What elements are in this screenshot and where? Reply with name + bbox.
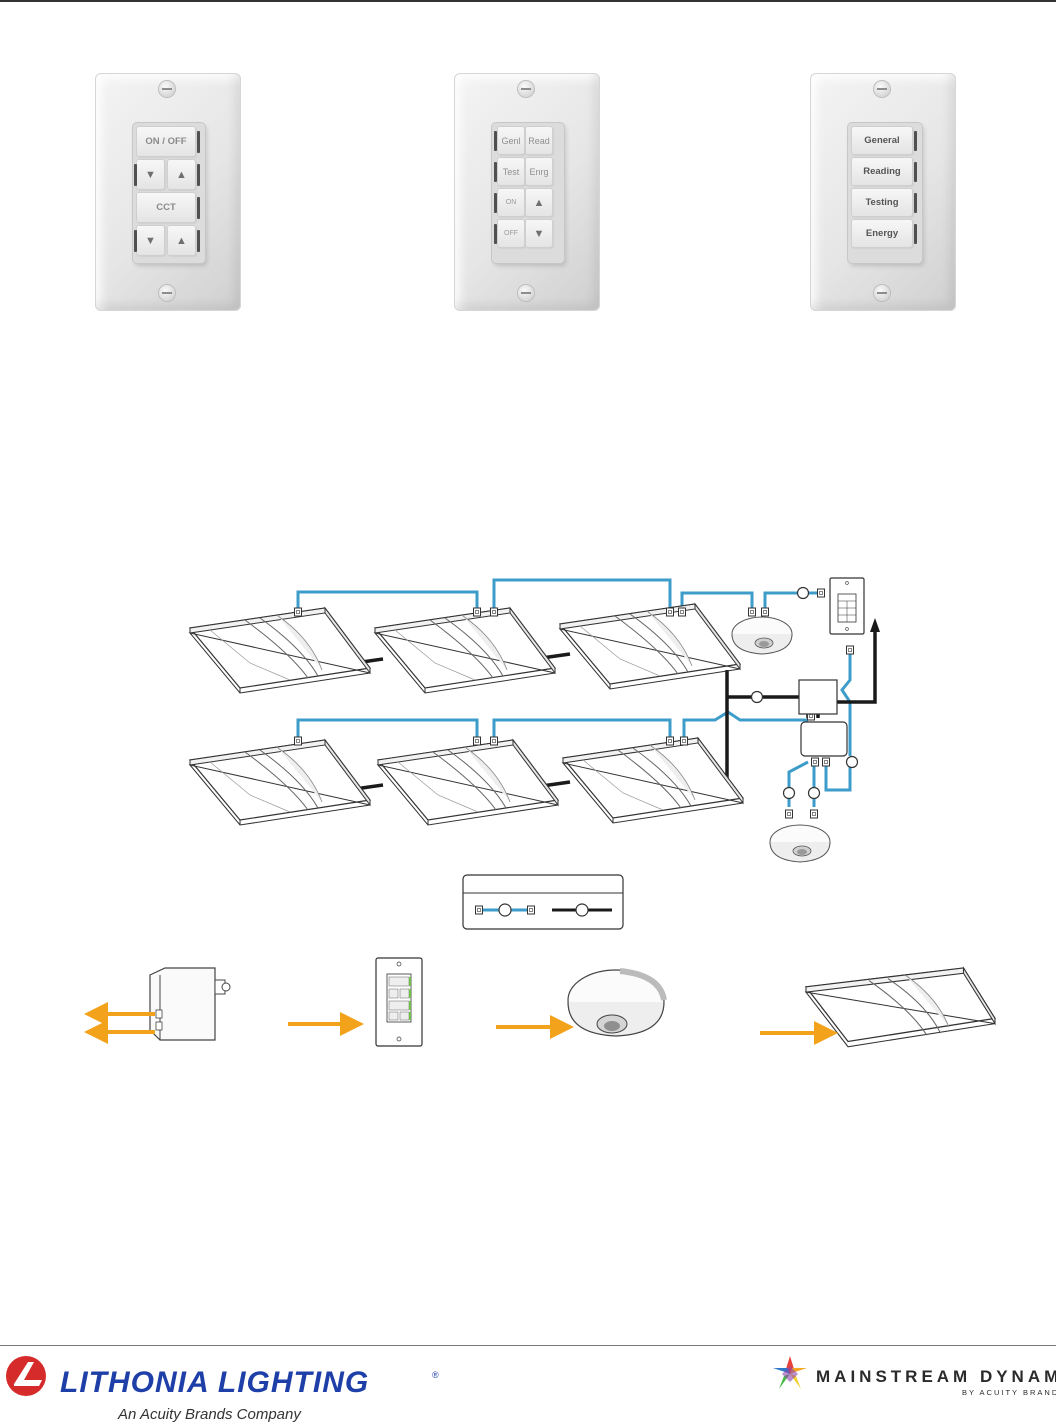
registered-mark: ® bbox=[432, 1370, 439, 1380]
led-indicator bbox=[197, 164, 200, 186]
power-pack bbox=[800, 721, 848, 757]
cct-up-button[interactable]: ▲ bbox=[168, 226, 195, 255]
network-cables-top bbox=[296, 578, 818, 609]
led-indicator bbox=[914, 224, 917, 244]
raise-button[interactable]: ▲ bbox=[526, 189, 552, 216]
keypad-face: Genl Read Test Enrg ON ▲ OFF ▼ bbox=[492, 123, 564, 263]
top-screw bbox=[874, 81, 890, 97]
keypad-face: General Reading Testing Energy bbox=[848, 123, 922, 263]
down-arrow-icon: ▼ bbox=[145, 234, 156, 247]
mainstream-star-icon bbox=[773, 1356, 807, 1389]
scene-grid-wall-keypad: Genl Read Test Enrg ON ▲ OFF ▼ bbox=[454, 73, 600, 311]
scene-energy-button[interactable]: Energy bbox=[852, 220, 912, 247]
cct-down-button[interactable]: ▼ bbox=[137, 226, 164, 255]
ceiling-sensor-product bbox=[567, 968, 667, 1037]
led-indicator bbox=[914, 193, 917, 213]
diagram-wall-keypad bbox=[829, 577, 865, 635]
led-indicator bbox=[494, 224, 497, 244]
product-row bbox=[84, 957, 997, 1048]
led-indicator bbox=[494, 131, 497, 151]
bottom-screw bbox=[874, 285, 890, 301]
led-indicator bbox=[914, 162, 917, 182]
bottom-screw bbox=[518, 285, 534, 301]
power-pack-product bbox=[149, 967, 231, 1041]
led-indicator bbox=[914, 131, 917, 151]
troffer-fixture bbox=[189, 607, 371, 694]
led-indicator bbox=[197, 230, 200, 252]
bottom-screw bbox=[159, 285, 175, 301]
brightness-down-button[interactable]: ▼ bbox=[137, 160, 164, 189]
on-button[interactable]: ON bbox=[498, 189, 524, 216]
scene-reading-button[interactable]: Read bbox=[526, 127, 552, 154]
mainstream-wordmark: MAINSTREAM DYNAMIC bbox=[816, 1367, 1056, 1386]
scene-list-wall-keypad: General Reading Testing Energy bbox=[810, 73, 956, 311]
on-off-button[interactable]: ON / OFF bbox=[137, 127, 195, 156]
led-indicator bbox=[494, 162, 497, 182]
brightness-up-button[interactable]: ▲ bbox=[168, 160, 195, 189]
cable-legend bbox=[462, 874, 624, 930]
ceiling-occupancy-sensor bbox=[731, 616, 793, 655]
troffer-fixture bbox=[374, 607, 556, 694]
keypad-face: ON / OFF ▼ ▲ CCT ▼ ▲ bbox=[133, 123, 205, 263]
off-button[interactable]: OFF bbox=[498, 220, 524, 247]
scene-testing-button[interactable]: Testing bbox=[852, 189, 912, 216]
wiring-diagram bbox=[189, 577, 880, 930]
up-arrow-icon: ▲ bbox=[176, 168, 187, 181]
scene-testing-button[interactable]: Test bbox=[498, 158, 524, 185]
junction-box bbox=[798, 679, 838, 715]
troffer-fixture bbox=[562, 737, 744, 824]
lower-button[interactable]: ▼ bbox=[526, 220, 552, 247]
led-indicator bbox=[134, 164, 137, 186]
troffer-fixture bbox=[189, 739, 371, 826]
troffer-fixture bbox=[377, 739, 559, 826]
lithonia-wordmark: LITHONIA LIGHTING bbox=[60, 1366, 370, 1399]
scene-energy-button[interactable]: Enrg bbox=[526, 158, 552, 185]
footer-rule bbox=[0, 1345, 1056, 1346]
troffer-product bbox=[804, 966, 997, 1048]
troffer-fixture bbox=[559, 603, 741, 690]
wall-keypad-product bbox=[375, 957, 423, 1047]
up-arrow-icon: ▲ bbox=[176, 234, 187, 247]
top-screw bbox=[518, 81, 534, 97]
lithonia-tagline: An Acuity Brands Company bbox=[118, 1406, 301, 1423]
mainstream-tagline: BY ACUITY BRANDS bbox=[962, 1388, 1056, 1397]
network-cables-bottom bbox=[296, 650, 852, 807]
led-indicator bbox=[134, 230, 137, 252]
arrow-icon bbox=[84, 1002, 155, 1044]
ceiling-occupancy-sensor bbox=[769, 824, 831, 863]
down-arrow-icon: ▼ bbox=[533, 227, 545, 240]
cct-wall-keypad: ON / OFF ▼ ▲ CCT ▼ ▲ bbox=[95, 73, 241, 311]
cct-button[interactable]: CCT bbox=[137, 193, 195, 222]
led-indicator bbox=[197, 131, 200, 153]
top-rule bbox=[0, 0, 1056, 2]
scene-general-button[interactable]: General bbox=[852, 127, 912, 154]
lithonia-logo-icon bbox=[6, 1356, 46, 1396]
cable-couplers bbox=[750, 586, 859, 800]
led-indicator bbox=[197, 197, 200, 219]
scene-general-button[interactable]: Genl bbox=[498, 127, 524, 154]
led-indicator bbox=[494, 193, 497, 213]
top-screw bbox=[159, 81, 175, 97]
down-arrow-icon: ▼ bbox=[145, 168, 156, 181]
power-arrow-icon bbox=[870, 618, 880, 632]
scene-reading-button[interactable]: Reading bbox=[852, 158, 912, 185]
up-arrow-icon: ▲ bbox=[533, 196, 545, 209]
